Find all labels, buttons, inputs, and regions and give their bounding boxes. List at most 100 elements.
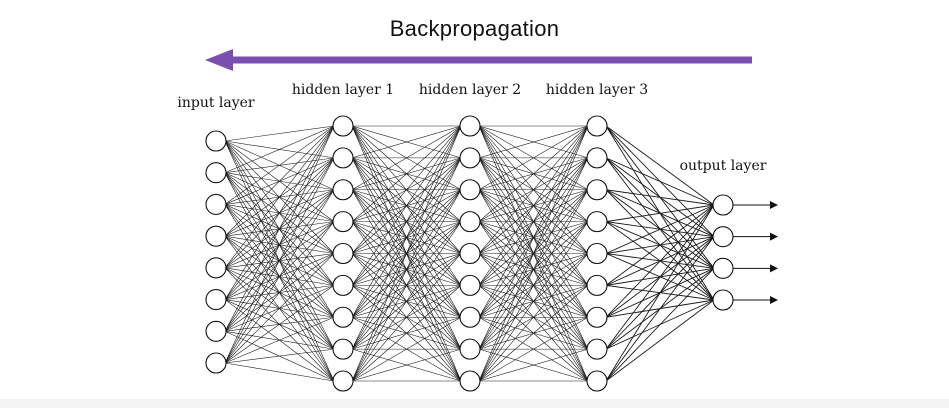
neuron-hidden-1 (332, 242, 354, 265)
neuron-output (712, 257, 734, 279)
neuron-output (712, 289, 734, 311)
connection (224, 253, 335, 364)
connection (224, 221, 335, 364)
connection (478, 253, 589, 382)
neuron-hidden-3 (586, 306, 608, 328)
connection (224, 157, 335, 364)
connection (478, 189, 589, 382)
connection (351, 285, 462, 382)
connection (351, 125, 462, 254)
connection (605, 204, 715, 254)
neurons (205, 115, 734, 392)
label-output-layer: output layer (679, 158, 767, 174)
neuron-hidden-3 (586, 115, 608, 137)
neuron-input (205, 130, 227, 152)
neuron-hidden-1 (332, 306, 354, 328)
connection (605, 125, 715, 206)
connection (224, 362, 335, 382)
neuron-hidden-2 (459, 115, 481, 137)
connection (351, 221, 462, 382)
connection (351, 189, 462, 382)
label-hidden-layer-3: hidden layer 3 (545, 82, 649, 98)
connection (351, 253, 462, 382)
neuron-hidden-2 (459, 274, 481, 296)
neuron-hidden-3 (586, 274, 608, 296)
connection (224, 189, 335, 364)
connection (351, 125, 462, 382)
neuron-hidden-1 (332, 370, 354, 392)
connection (478, 125, 589, 350)
connection (478, 285, 589, 382)
neuron-hidden-3 (586, 147, 608, 169)
neuron-input (205, 225, 227, 247)
connection (478, 125, 589, 159)
connection (605, 268, 715, 382)
neuron-hidden-2 (459, 179, 481, 201)
output-arrows (733, 201, 778, 304)
connection (224, 125, 335, 364)
connection (224, 125, 335, 142)
connection (605, 204, 715, 223)
neuron-input (205, 257, 227, 279)
neuron-hidden-1 (332, 147, 354, 169)
neuron-hidden-3 (586, 242, 608, 265)
connection (351, 348, 462, 382)
connection (224, 285, 335, 364)
connection (224, 125, 335, 300)
connection (605, 204, 715, 286)
neuron-output (712, 194, 734, 216)
connection (224, 125, 335, 269)
footer-band (0, 399, 949, 408)
neuron-input (205, 320, 227, 342)
connection (224, 316, 335, 364)
neuron-hidden-1 (332, 338, 354, 360)
connection (351, 316, 462, 382)
label-hidden-layer-1: hidden layer 1 (291, 82, 395, 98)
connection (605, 189, 715, 206)
connection (224, 125, 335, 237)
neuron-hidden-2 (459, 370, 481, 392)
connection (478, 348, 589, 382)
connection (478, 157, 589, 382)
connection (478, 221, 589, 382)
connection (478, 125, 589, 191)
diagram-title: Backpropagation (389, 16, 560, 41)
connection (605, 204, 715, 382)
connection (351, 125, 462, 318)
connection (351, 125, 462, 350)
neuron-input (205, 352, 227, 374)
connection (351, 125, 462, 159)
neuron-output (712, 226, 734, 248)
connection (478, 125, 589, 382)
neuron-hidden-2 (459, 306, 481, 328)
connection (224, 125, 335, 173)
neuron-hidden-2 (459, 242, 481, 265)
neuron-input (205, 289, 227, 311)
neuron-hidden-1 (332, 179, 354, 201)
neuron-hidden-1 (332, 115, 354, 137)
connection (478, 125, 589, 286)
neuron-hidden-2 (459, 211, 481, 233)
label-input-layer: input layer (177, 95, 255, 111)
neuron-hidden-3 (586, 211, 608, 233)
neuron-hidden-3 (586, 338, 608, 360)
connection (478, 125, 589, 222)
connections (224, 125, 715, 382)
neuron-input (205, 193, 227, 215)
connection (351, 125, 462, 286)
neuron-hidden-2 (459, 338, 481, 360)
backpropagation-arrow (205, 49, 752, 71)
connection (224, 348, 335, 364)
connection (478, 125, 589, 318)
connection (605, 204, 715, 350)
neuron-hidden-3 (586, 179, 608, 201)
neuron-hidden-1 (332, 274, 354, 296)
connection (478, 125, 589, 254)
connection (605, 299, 715, 382)
connection (351, 125, 462, 222)
connection (605, 204, 715, 318)
connection (224, 125, 335, 332)
connection (605, 157, 715, 206)
connection (224, 125, 335, 205)
